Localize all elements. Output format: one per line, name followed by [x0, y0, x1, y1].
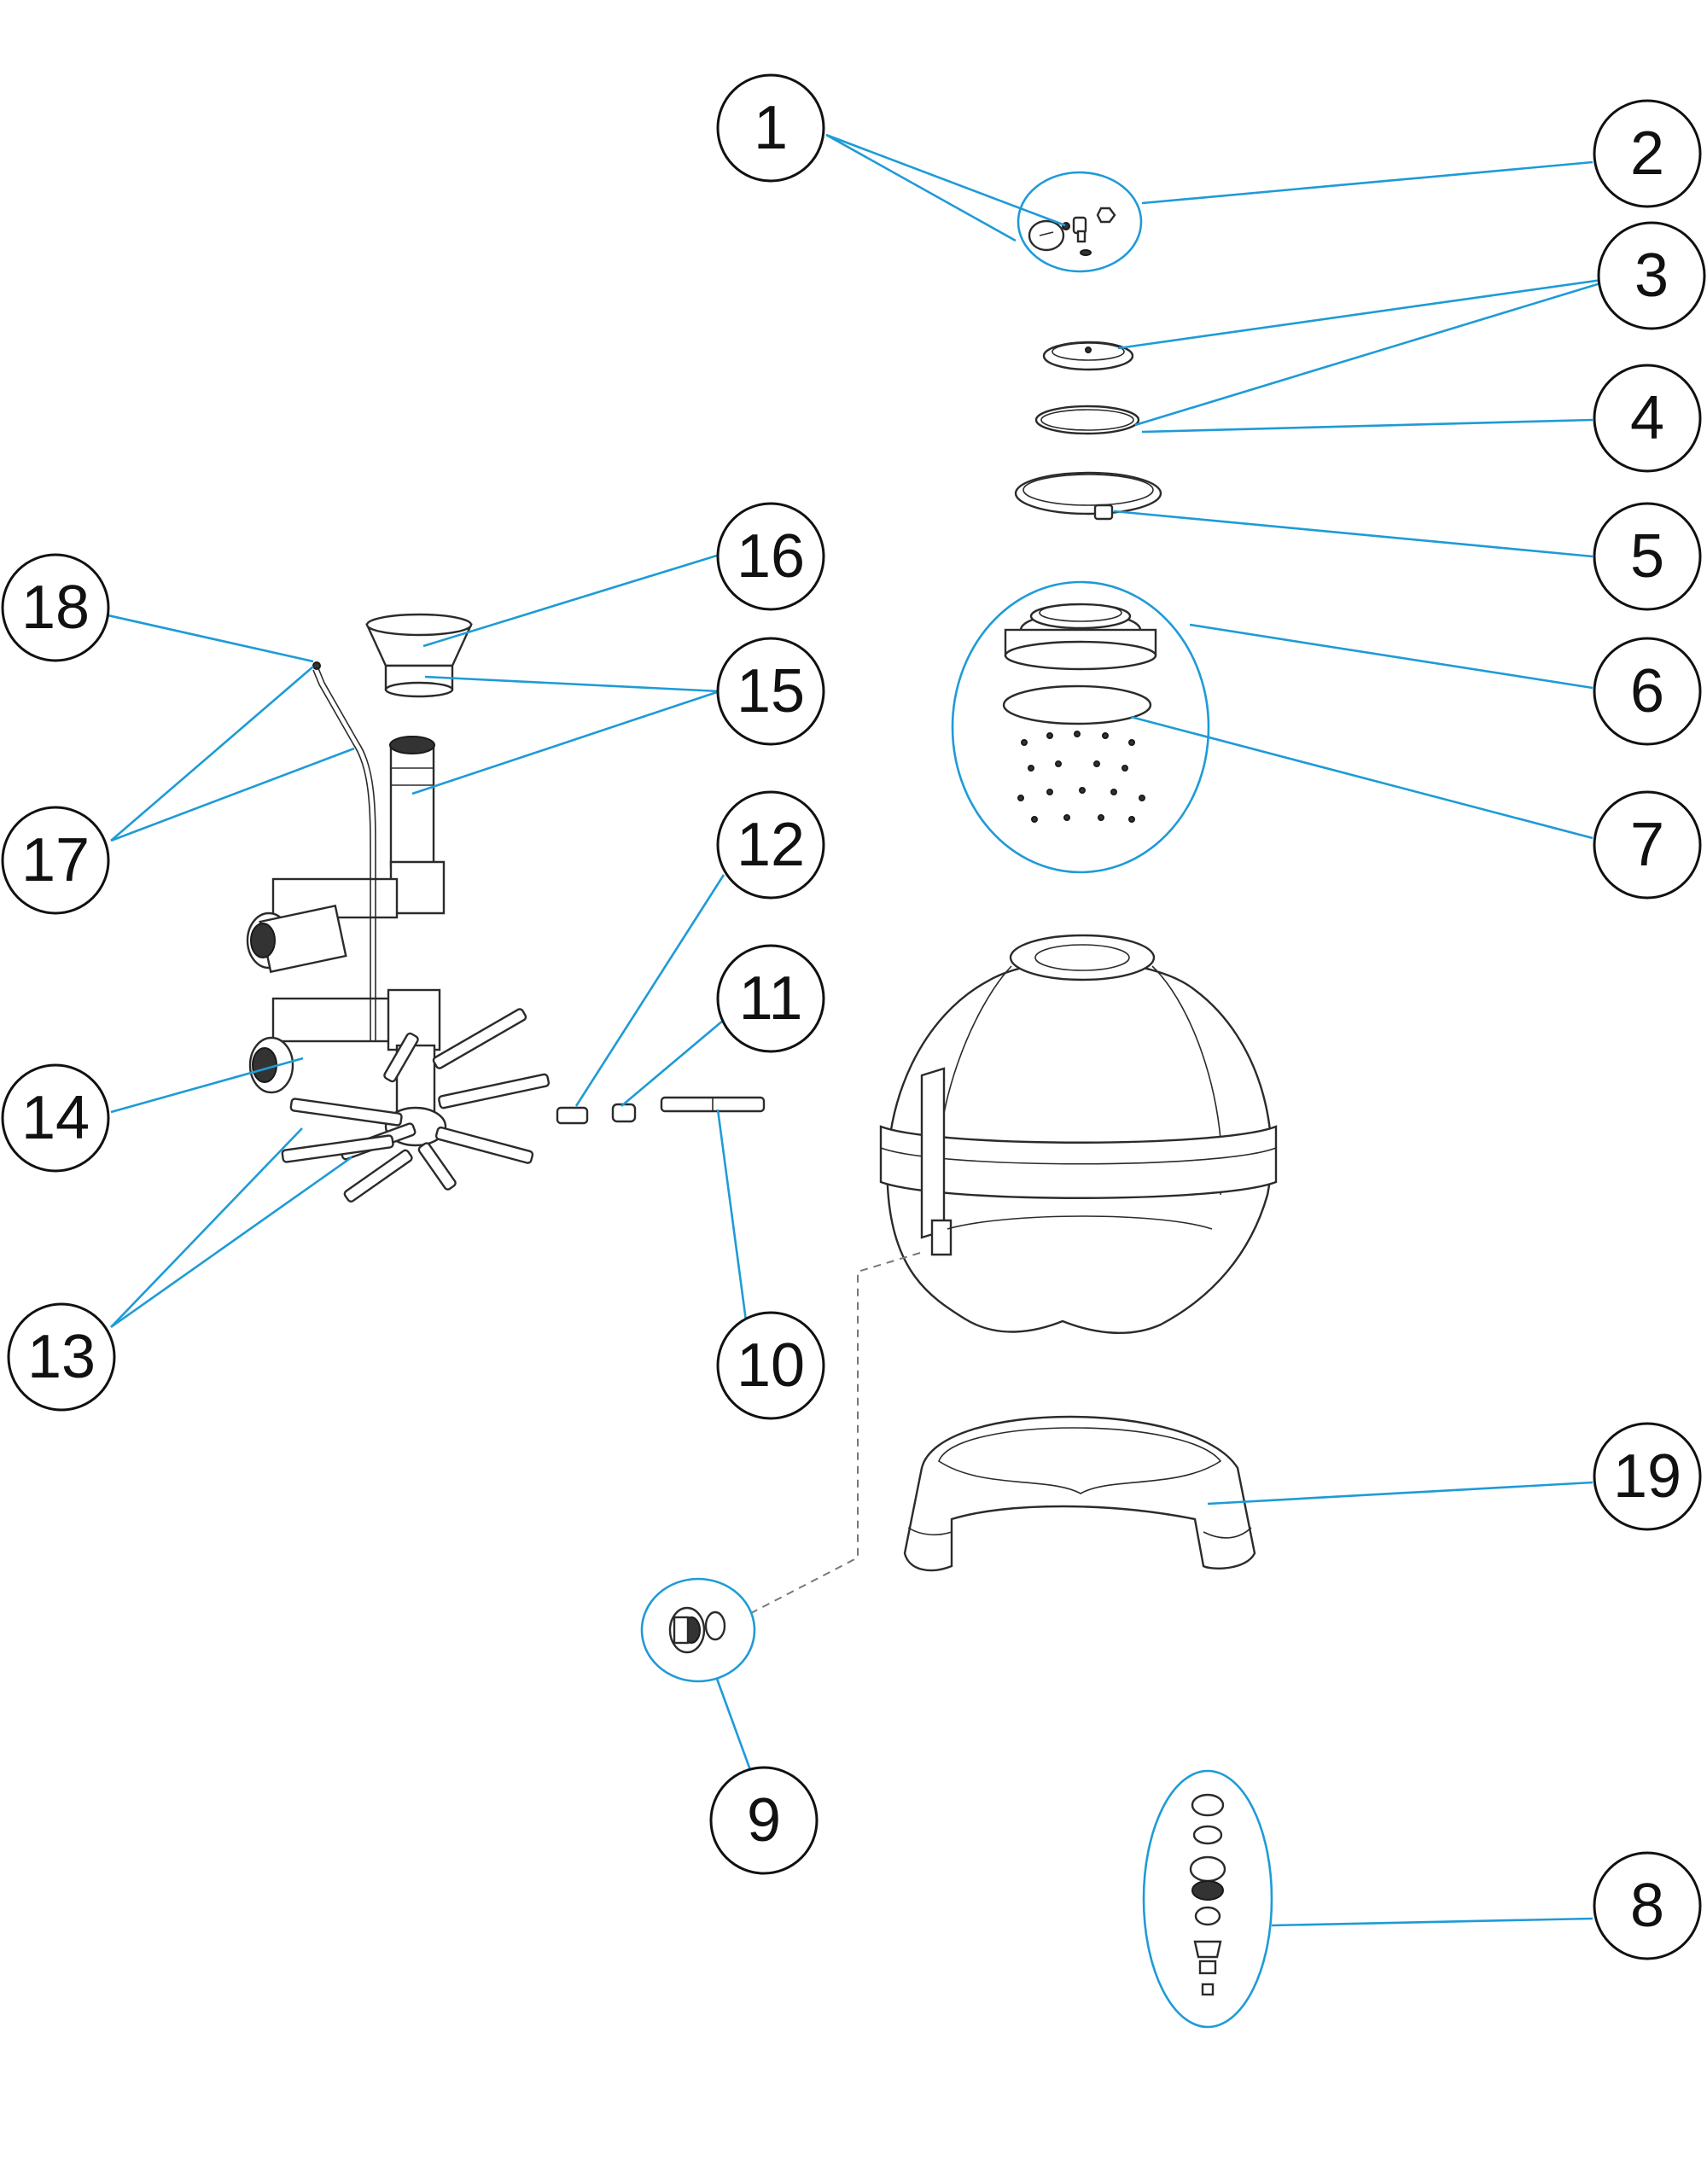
callout-17-label: 17	[21, 826, 90, 894]
callout-16: 16	[716, 502, 825, 611]
lid-o-ring	[1034, 405, 1140, 435]
callout-5: 5	[1593, 502, 1702, 611]
callout-3-label: 3	[1634, 242, 1669, 310]
callout-1-label: 1	[754, 94, 788, 162]
callout-6: 6	[1593, 637, 1702, 746]
leader-lines	[103, 133, 1621, 1927]
callout-6-label: 6	[1630, 657, 1664, 725]
callout-14: 14	[1, 1063, 110, 1173]
callout-14-label: 14	[21, 1084, 90, 1152]
callout-12: 12	[716, 790, 825, 900]
callout-8: 8	[1593, 1851, 1702, 1960]
base-stand	[903, 1415, 1256, 1572]
callout-2: 2	[1593, 99, 1702, 208]
callout-10: 10	[716, 1311, 825, 1420]
callout-13-label: 13	[27, 1323, 96, 1391]
callout-12-label: 12	[737, 811, 805, 879]
callout-10-label: 10	[737, 1331, 805, 1400]
callout-5-label: 5	[1630, 522, 1664, 591]
clamp-ring	[1014, 471, 1162, 521]
callout-15-label: 15	[737, 657, 805, 725]
assembly-link-dashed	[750, 1252, 921, 1614]
callout-11-label: 11	[739, 964, 803, 1033]
diffuser-funnel	[365, 613, 473, 698]
callout-18-label: 18	[21, 574, 90, 642]
internal-pipework	[246, 661, 551, 1203]
neck-flange-group	[951, 580, 1210, 874]
valve-stack	[1142, 1769, 1273, 2029]
filter-lid	[1042, 341, 1134, 371]
callout-19: 19	[1593, 1422, 1702, 1531]
callout-16-label: 16	[737, 522, 805, 591]
callout-4: 4	[1593, 364, 1702, 473]
laterals	[281, 1008, 551, 1203]
callout-17: 17	[1, 806, 110, 915]
air-bleed-tube	[318, 667, 376, 1041]
callout-11: 11	[716, 944, 825, 1053]
callouts: 1 2 3 4 5 6 7 8 9 10 11 12 13 14 15 16 1…	[1, 73, 1706, 1960]
group-outline-2	[1017, 171, 1143, 273]
callout-18: 18	[1, 553, 110, 662]
callout-3: 3	[1597, 221, 1706, 330]
callout-19-label: 19	[1613, 1442, 1681, 1511]
callout-4-label: 4	[1630, 384, 1664, 452]
callout-7: 7	[1593, 790, 1702, 900]
callout-13: 13	[7, 1302, 116, 1412]
callout-15: 15	[716, 637, 825, 746]
callout-1: 1	[716, 73, 825, 183]
neck-o-ring	[1002, 684, 1152, 725]
callout-9: 9	[709, 1766, 819, 1875]
callout-9-label: 9	[747, 1786, 781, 1855]
callout-8-label: 8	[1630, 1872, 1664, 1940]
small-tubes	[556, 1096, 766, 1125]
callout-2-label: 2	[1630, 119, 1664, 188]
drain-fitting	[640, 1577, 756, 1683]
pressure-gauge	[1028, 219, 1065, 252]
gauge-valve-assembly	[1017, 171, 1143, 273]
callout-7-label: 7	[1630, 811, 1664, 879]
filter-tank	[879, 934, 1278, 1334]
screws	[1017, 731, 1145, 823]
